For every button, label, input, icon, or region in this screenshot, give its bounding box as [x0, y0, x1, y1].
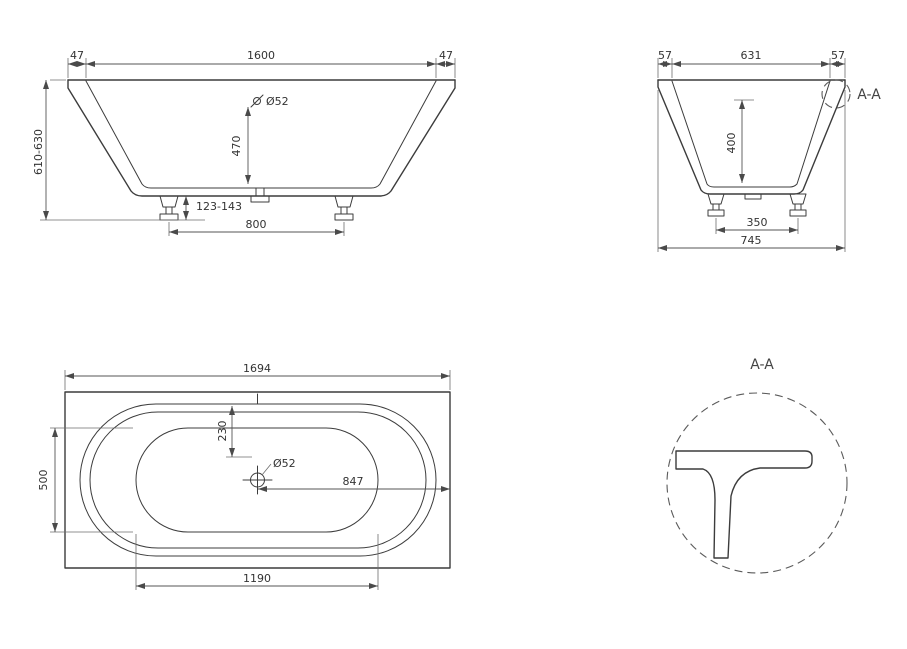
plan-dim-drain-offset: 230	[216, 421, 229, 442]
section-right-foot	[789, 193, 807, 217]
front-elevation-view: 47 1600 47 Ø52 470 610-630 123-143 800	[32, 49, 456, 236]
plan-dim-inner-length: 1190	[243, 572, 271, 585]
front-dim-drain-dia: Ø52	[266, 95, 289, 108]
plan-dimensions: 1694 230 Ø52 847 500 1190	[37, 362, 451, 590]
front-dim-top-width: 1600	[247, 49, 275, 62]
front-left-foot	[159, 195, 179, 221]
section-cut-label: A-A	[857, 87, 881, 103]
front-drain-symbol	[250, 94, 264, 108]
plan-view: 1694 230 Ø52 847 500 1190	[37, 362, 451, 590]
plan-dim-drain-to-end: 847	[343, 475, 364, 488]
front-dim-overhang-right: 47	[439, 49, 453, 62]
front-dim-depth: 470	[230, 136, 243, 157]
front-right-foot	[334, 195, 354, 221]
front-dim-height-range: 610-630	[32, 129, 45, 175]
section-drain-outlet	[744, 193, 762, 200]
front-dim-foot-span: 800	[246, 218, 267, 231]
detail-view: A-A	[666, 357, 848, 574]
section-dim-foot-span: 350	[747, 216, 768, 229]
section-dim-depth: 400	[725, 133, 738, 154]
plan-drain	[242, 465, 273, 495]
detail-rim-profile	[675, 450, 813, 559]
section-end-view: A-A 57 631 57 400 350 745	[657, 49, 881, 252]
section-tub-outline	[657, 79, 846, 200]
section-left-foot	[707, 193, 725, 217]
section-dimensions: 57 631 57 400 350 745	[657, 49, 846, 252]
section-dim-overall-width: 745	[741, 234, 762, 247]
section-detail-marker-circle	[821, 79, 851, 109]
plan-tub-outline	[64, 391, 451, 569]
front-dimensions: 47 1600 47 Ø52 470 610-630 123-143 800	[32, 49, 456, 236]
plan-dim-drain-dia: Ø52	[273, 457, 296, 470]
detail-title: A-A	[750, 357, 774, 373]
front-drain-outlet	[250, 187, 270, 203]
section-dim-top-width: 631	[741, 49, 762, 62]
front-dim-foot-adjust: 123-143	[196, 200, 242, 213]
plan-dim-inner-width: 500	[37, 470, 50, 491]
detail-boundary-circle	[666, 392, 848, 574]
plan-dim-overall-length: 1694	[243, 362, 271, 375]
front-dim-overhang-left: 47	[70, 49, 84, 62]
front-tub-outline	[67, 79, 456, 203]
section-dim-overhang-right: 57	[831, 49, 845, 62]
section-dim-overhang-left: 57	[658, 49, 672, 62]
